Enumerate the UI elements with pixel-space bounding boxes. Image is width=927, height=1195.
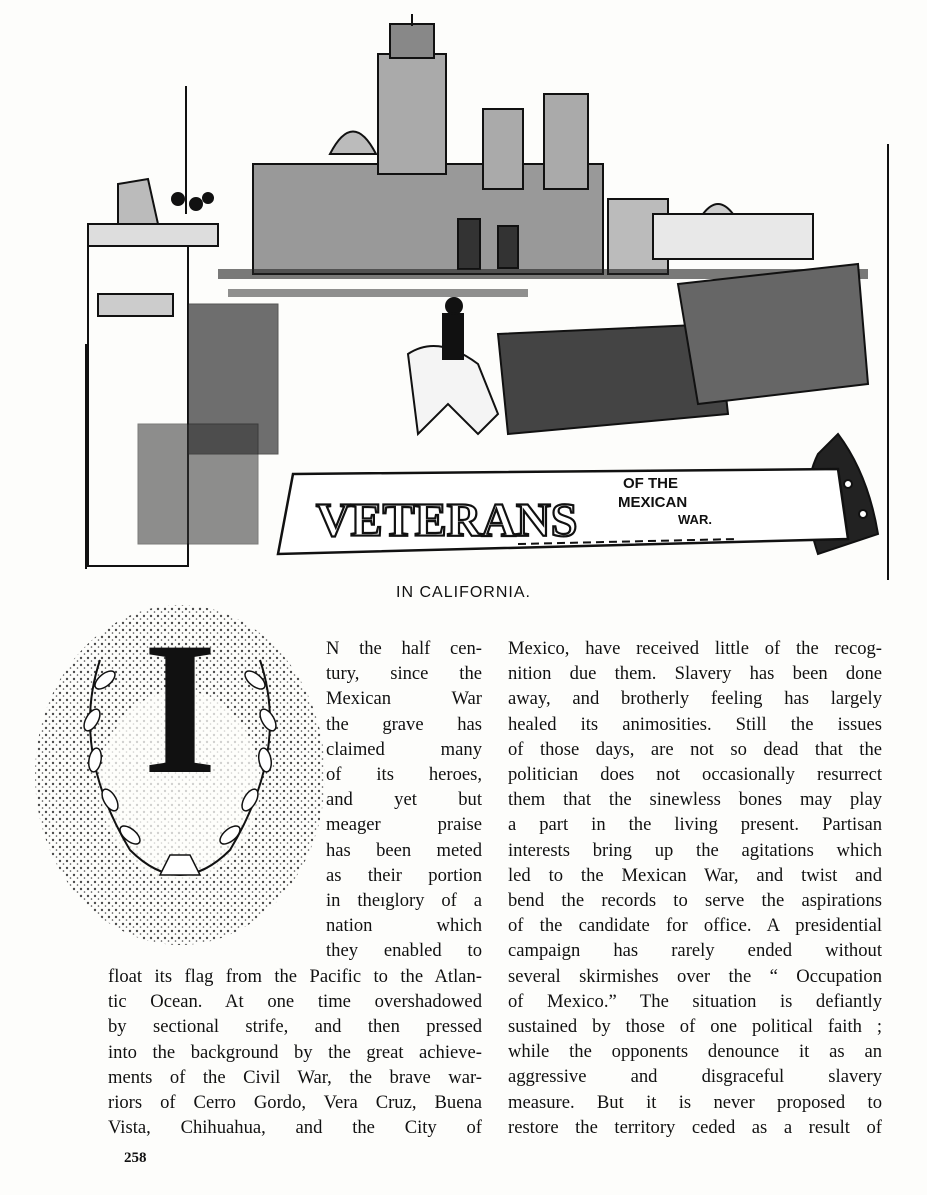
- text-line: while the opponents denounce it as an: [508, 1041, 882, 1063]
- text-line: float its flag from the Pacific to the A…: [108, 966, 482, 987]
- text-line: N the half cen-: [326, 638, 482, 659]
- drop-cap-letter: I: [143, 604, 217, 814]
- text-line: healed its animosities. Still the issues: [508, 713, 882, 735]
- title-banner: VETERANS OF THE MEXICAN WAR.: [276, 467, 850, 556]
- text-line: nition due them. Slavery has been done: [508, 663, 882, 685]
- banner-of-the: OF THE: [623, 475, 678, 492]
- text-line: the grave has: [326, 713, 482, 735]
- text-line: sustained by those of one political fait…: [508, 1016, 882, 1038]
- page-number: 258: [124, 1150, 147, 1166]
- text-line: politician does not occasionally resurre…: [508, 764, 882, 786]
- text-line: several skirmishes over the “ Occupation: [508, 965, 882, 987]
- cathedral: [252, 14, 814, 275]
- drop-cap-initial: I: [30, 600, 330, 950]
- text-line: ments of the Civil War, the brave war-: [108, 1066, 482, 1088]
- text-line: of Mexico.” The situation is defiantly: [508, 990, 882, 1012]
- text-line: away, and brotherly feeling has largely: [508, 688, 882, 710]
- text-line: of the candidate for office. A president…: [508, 915, 882, 937]
- text-line: claimed many: [326, 738, 482, 760]
- text-line: tic Ocean. At one time overshadowed: [108, 991, 482, 1013]
- text-line: a part in the living present. Partisan: [508, 814, 882, 836]
- text-line: they enabled to: [326, 940, 482, 962]
- text-line: and yet but: [326, 789, 482, 811]
- text-line: as their portion: [326, 864, 482, 886]
- text-line: of its heroes,: [326, 764, 482, 786]
- text-line: of those days, are not so dead that the: [508, 738, 882, 760]
- cavalry-group: [406, 262, 870, 437]
- laurel-wreath-icon: [83, 659, 277, 876]
- text-line: has been meted: [326, 839, 482, 861]
- text-line: them that the sinewless bones may play: [508, 789, 882, 811]
- text-line: measure. But it is never proposed to: [508, 1091, 882, 1113]
- text-line: riors of Cerro Gordo, Vera Cruz, Buena: [108, 1092, 482, 1114]
- text-line: by sectional strife, and then pressed: [108, 1016, 482, 1038]
- banner-war: WAR.: [678, 512, 712, 527]
- text-line: Mexico, have received little of the reco…: [508, 638, 882, 659]
- text-line: bend the records to serve the aspiration…: [508, 890, 882, 912]
- left-balcony-tower: [87, 86, 219, 567]
- text-line: into the background by the great achieve…: [108, 1041, 482, 1063]
- text-line: interests bring up the agitations which: [508, 839, 882, 861]
- text-line: Vista, Chihuahua, and the City of: [108, 1117, 482, 1139]
- foot-soldiers: [137, 303, 279, 545]
- header-illustration: VETERANS OF THE MEXICAN WAR.: [78, 14, 898, 580]
- crowd: [218, 269, 868, 297]
- article-subtitle: IN CALIFORNIA.: [396, 584, 531, 601]
- banner-veterans: VETERANS: [316, 494, 577, 547]
- left-column-narrow: N the half cen- tury, since the Mexican …: [326, 636, 482, 964]
- text-line: tury, since the: [326, 663, 482, 685]
- text-line: Mexican War: [326, 688, 482, 710]
- text-line: nation which: [326, 915, 482, 937]
- text-line: aggressive and disgraceful slavery: [508, 1066, 882, 1088]
- text-line: campaign has rarely ended without: [508, 940, 882, 962]
- text-line: in theıglory of a: [326, 890, 482, 912]
- text-line: meager praise: [326, 814, 482, 836]
- banner-mexican: MEXICAN: [618, 494, 687, 511]
- right-column: Mexico, have received little of the reco…: [508, 636, 882, 1140]
- text-line: restore the territory ceded as a result …: [508, 1116, 882, 1138]
- text-line: led to the Mexican War, and twist and: [508, 864, 882, 886]
- left-column-wide: float its flag from the Pacific to the A…: [108, 964, 482, 1140]
